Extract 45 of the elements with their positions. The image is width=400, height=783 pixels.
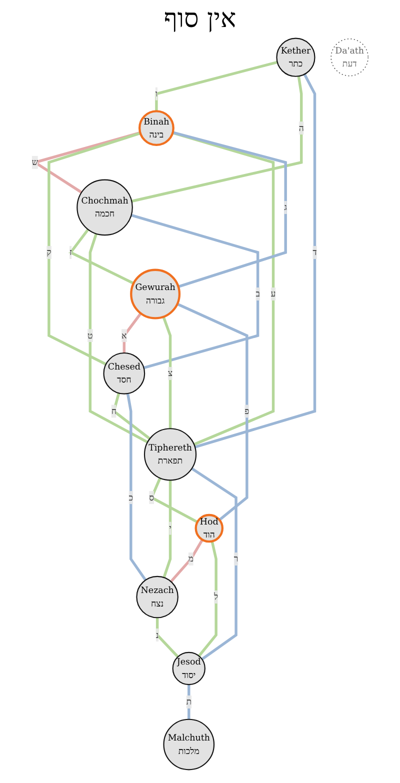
connector <box>88 233 148 444</box>
connector <box>112 392 151 440</box>
connector <box>150 478 198 524</box>
connector <box>172 132 275 446</box>
edge-label: ק <box>46 247 52 258</box>
edge-label: ע <box>270 288 276 299</box>
edge-label: ג <box>284 202 288 212</box>
edge-label: מ <box>188 554 194 564</box>
edge-label: כ <box>128 492 134 502</box>
connector <box>156 618 179 658</box>
connector <box>198 540 218 657</box>
connector <box>68 228 134 285</box>
edge-label: ח <box>111 406 116 416</box>
edge-label: ב <box>256 288 260 299</box>
connector <box>130 214 260 370</box>
connector <box>131 76 303 203</box>
edge-label: ס <box>149 492 154 502</box>
edge-label: י <box>169 522 172 534</box>
connector <box>126 393 147 581</box>
edge-label: ר <box>234 554 238 564</box>
connector <box>176 302 248 521</box>
edge-label: ט <box>88 330 93 340</box>
edge-label: ש <box>32 156 38 168</box>
edge-label: ו <box>155 88 158 99</box>
edge-label: ל <box>214 592 218 602</box>
connector <box>155 60 278 112</box>
connector <box>122 312 142 354</box>
edge-label: א <box>122 330 127 340</box>
connector <box>48 132 141 366</box>
connector <box>162 480 172 578</box>
edge-label: ד <box>312 247 317 258</box>
connector <box>32 131 141 194</box>
connector <box>162 316 172 429</box>
edge-label: ה <box>298 122 304 133</box>
connector <box>188 684 190 720</box>
edge-label: ת <box>186 696 192 707</box>
connector <box>191 467 238 660</box>
edge-label: נ <box>156 630 159 640</box>
edge-label: פ <box>244 406 250 416</box>
connector <box>170 539 204 582</box>
diagram-title: אין סוף <box>162 4 238 34</box>
connector <box>172 131 287 288</box>
edge-label: צ <box>168 368 173 378</box>
connector <box>194 74 316 448</box>
edge-label: ז <box>69 247 72 258</box>
